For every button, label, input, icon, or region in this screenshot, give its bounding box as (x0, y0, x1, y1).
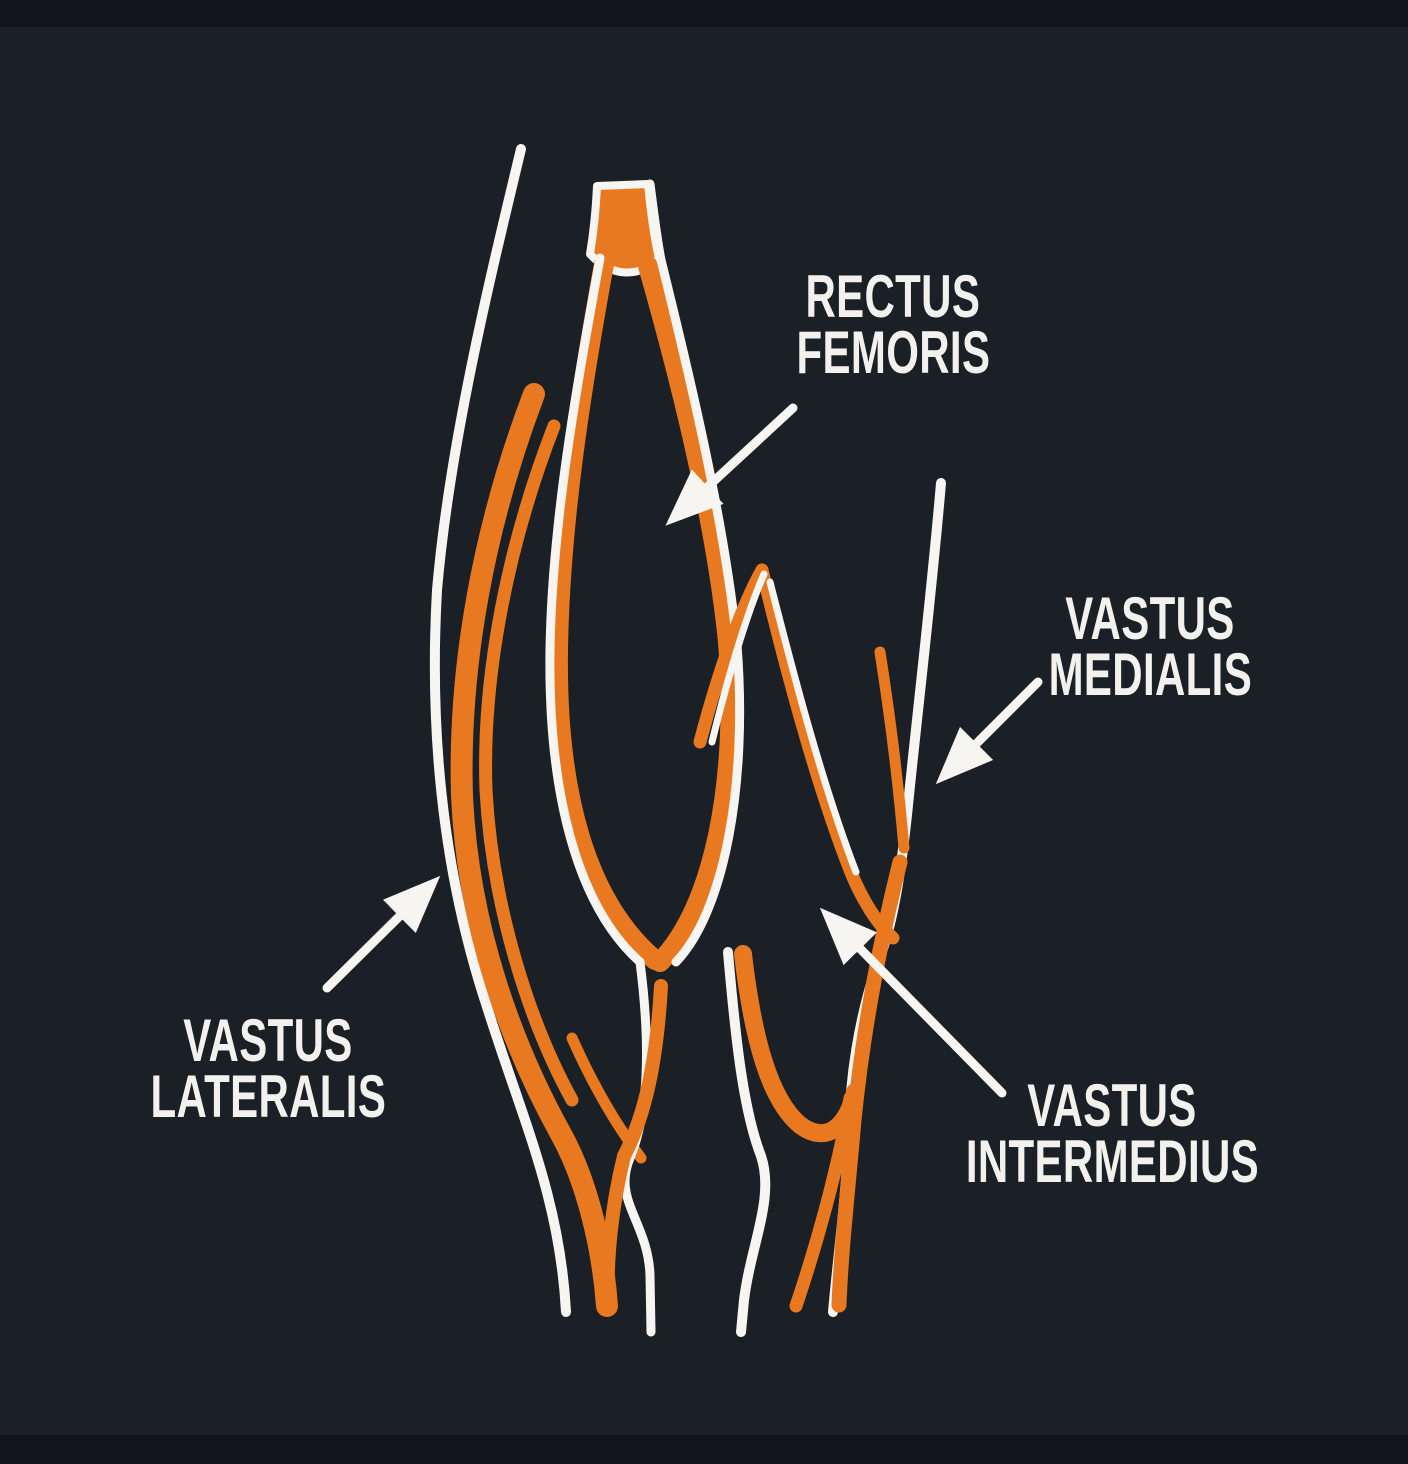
label-vastus-medialis: VASTUS MEDIALIS (900, 585, 1400, 708)
patellar-band (600, 979, 668, 1313)
arrow-vastus-lateralis (322, 875, 441, 993)
rectus-femoris-left-edge (547, 254, 665, 970)
intermedius-white-accent-right (766, 578, 860, 876)
rectus-femoris-left-outline (545, 253, 656, 1337)
arrow-vastus-intermedius (819, 907, 1007, 1098)
vastus-lateralis-outer-band (450, 383, 618, 1317)
vastus-medialis-shape (734, 646, 910, 1313)
bottom-letterbox-strip (0, 1435, 1408, 1464)
arrow-rectus-femoris (665, 403, 798, 526)
rectus-femoris-shape (545, 179, 745, 1337)
label-rectus-femoris-line2: FEMORIS (796, 319, 990, 386)
intermedius-spike-left (693, 563, 769, 749)
top-letterbox-strip (0, 0, 1408, 27)
label-vastus-intermedius-line2: INTERMEDIUS (965, 1128, 1259, 1195)
medialis-sliver (874, 646, 910, 854)
knee-hook-band (734, 945, 864, 1143)
intermedius-white-accent-left (708, 570, 768, 746)
knee-diagonal-band (789, 1091, 857, 1313)
label-vastus-lateralis-line2: LATERALIS (150, 1063, 386, 1130)
label-vastus-intermedius-line1: VASTUS (1027, 1072, 1197, 1139)
annotation-arrows (322, 403, 1043, 1098)
label-rectus-femoris-line1: RECTUS (805, 263, 981, 330)
label-vastus-lateralis: VASTUS LATERALIS (18, 1007, 518, 1130)
arrow-vastus-medialis (935, 677, 1043, 785)
left-silhouette-line (429, 144, 571, 1317)
label-vastus-lateralis-line1: VASTUS (183, 1007, 353, 1074)
knee-center-right-line (723, 947, 771, 1337)
rectus-femoris-right-outline (645, 179, 745, 967)
label-rectus-femoris: RECTUS FEMORIS (643, 263, 1143, 386)
vastus-lateralis-inner-band (479, 419, 579, 1107)
label-vastus-medialis-line2: MEDIALIS (1048, 641, 1252, 708)
label-vastus-medialis-line1: VASTUS (1065, 585, 1235, 652)
label-vastus-intermedius: VASTUS INTERMEDIUS (862, 1072, 1362, 1195)
